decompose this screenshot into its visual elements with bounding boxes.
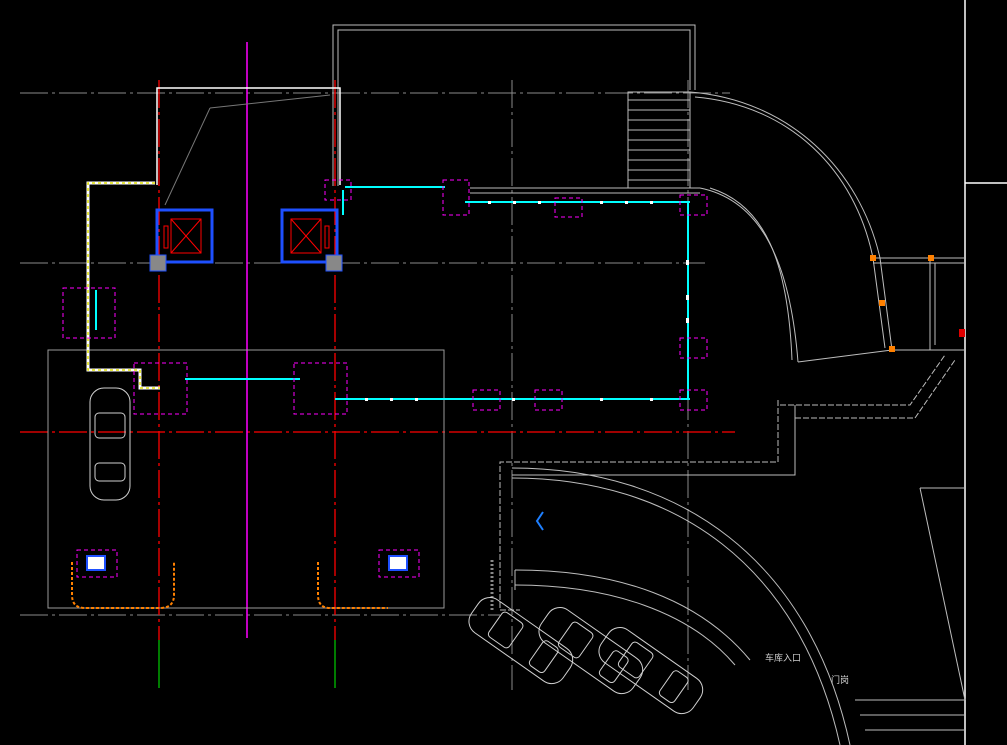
staircase [470, 91, 700, 194]
parking-sign-icons [86, 555, 408, 571]
driveway [490, 354, 966, 745]
building-outline [47, 24, 696, 609]
elevator-left [149, 208, 214, 272]
elevator-right [280, 208, 343, 272]
car-icon [89, 387, 704, 715]
ramp-columns [870, 255, 934, 352]
corridor-walls [185, 186, 690, 400]
red-marker [959, 329, 965, 337]
label-guard-booth: 门岗 [831, 676, 850, 686]
parking-curbs [71, 562, 388, 609]
corridor-markers [365, 201, 689, 401]
label-garage-entrance: 车库入口 [765, 654, 802, 664]
left-wall [86, 181, 160, 390]
curved-ramp [689, 91, 965, 363]
grid-axes [20, 42, 735, 690]
column-zones [62, 179, 708, 578]
north-marker-icon [535, 511, 544, 531]
